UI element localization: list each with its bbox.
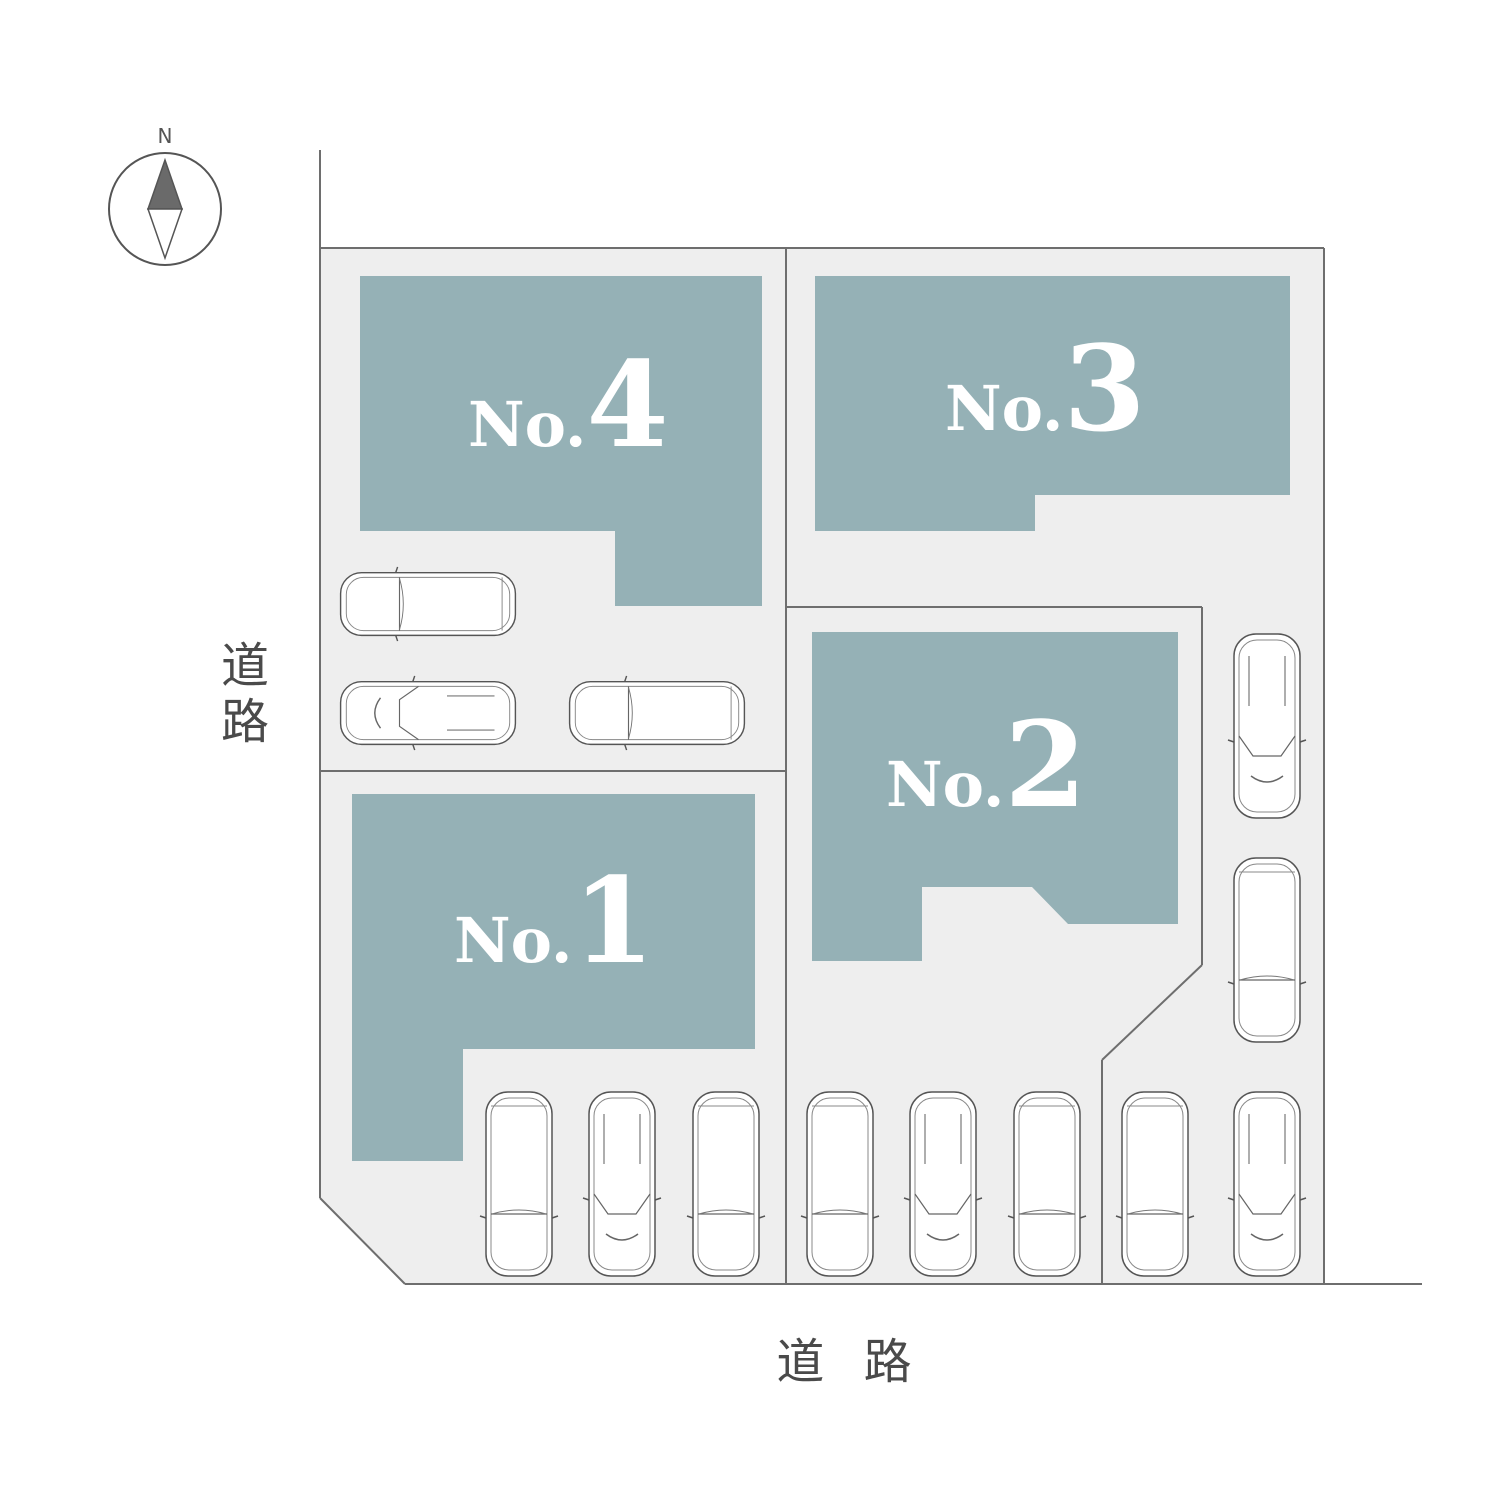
road-label-south: 道 路 xyxy=(776,1334,924,1390)
road-label-west-char: 道 xyxy=(220,638,269,694)
lot-label-4: No.4 xyxy=(468,335,669,474)
lot-boundaries xyxy=(319,150,1422,1285)
building-lot-2 xyxy=(812,632,1178,961)
car-icon xyxy=(339,566,517,642)
car-icon xyxy=(1115,1091,1195,1277)
car-icon xyxy=(800,1091,880,1277)
car-icon xyxy=(1227,1091,1307,1277)
road-label-west: 道 路 xyxy=(210,638,280,750)
car-icon xyxy=(903,1091,983,1277)
car-icon xyxy=(1227,857,1307,1043)
car-icon xyxy=(1007,1091,1087,1277)
building-lot-4 xyxy=(360,276,762,606)
car-icon xyxy=(582,1091,662,1277)
car-icon xyxy=(686,1091,766,1277)
road-label-west-char: 路 xyxy=(220,694,269,750)
lot-label-1: No.1 xyxy=(454,851,655,990)
car-icon xyxy=(1227,633,1307,819)
building-lot-3 xyxy=(815,276,1290,531)
compass-north-icon xyxy=(108,152,222,266)
building-lot-1 xyxy=(352,794,755,1161)
compass-north-label: N xyxy=(158,124,173,148)
lot-label-3: No.3 xyxy=(945,319,1146,458)
car-icon xyxy=(479,1091,559,1277)
car-icon xyxy=(568,675,746,751)
car-icon xyxy=(339,675,517,751)
lot-label-2: No.2 xyxy=(886,695,1087,834)
